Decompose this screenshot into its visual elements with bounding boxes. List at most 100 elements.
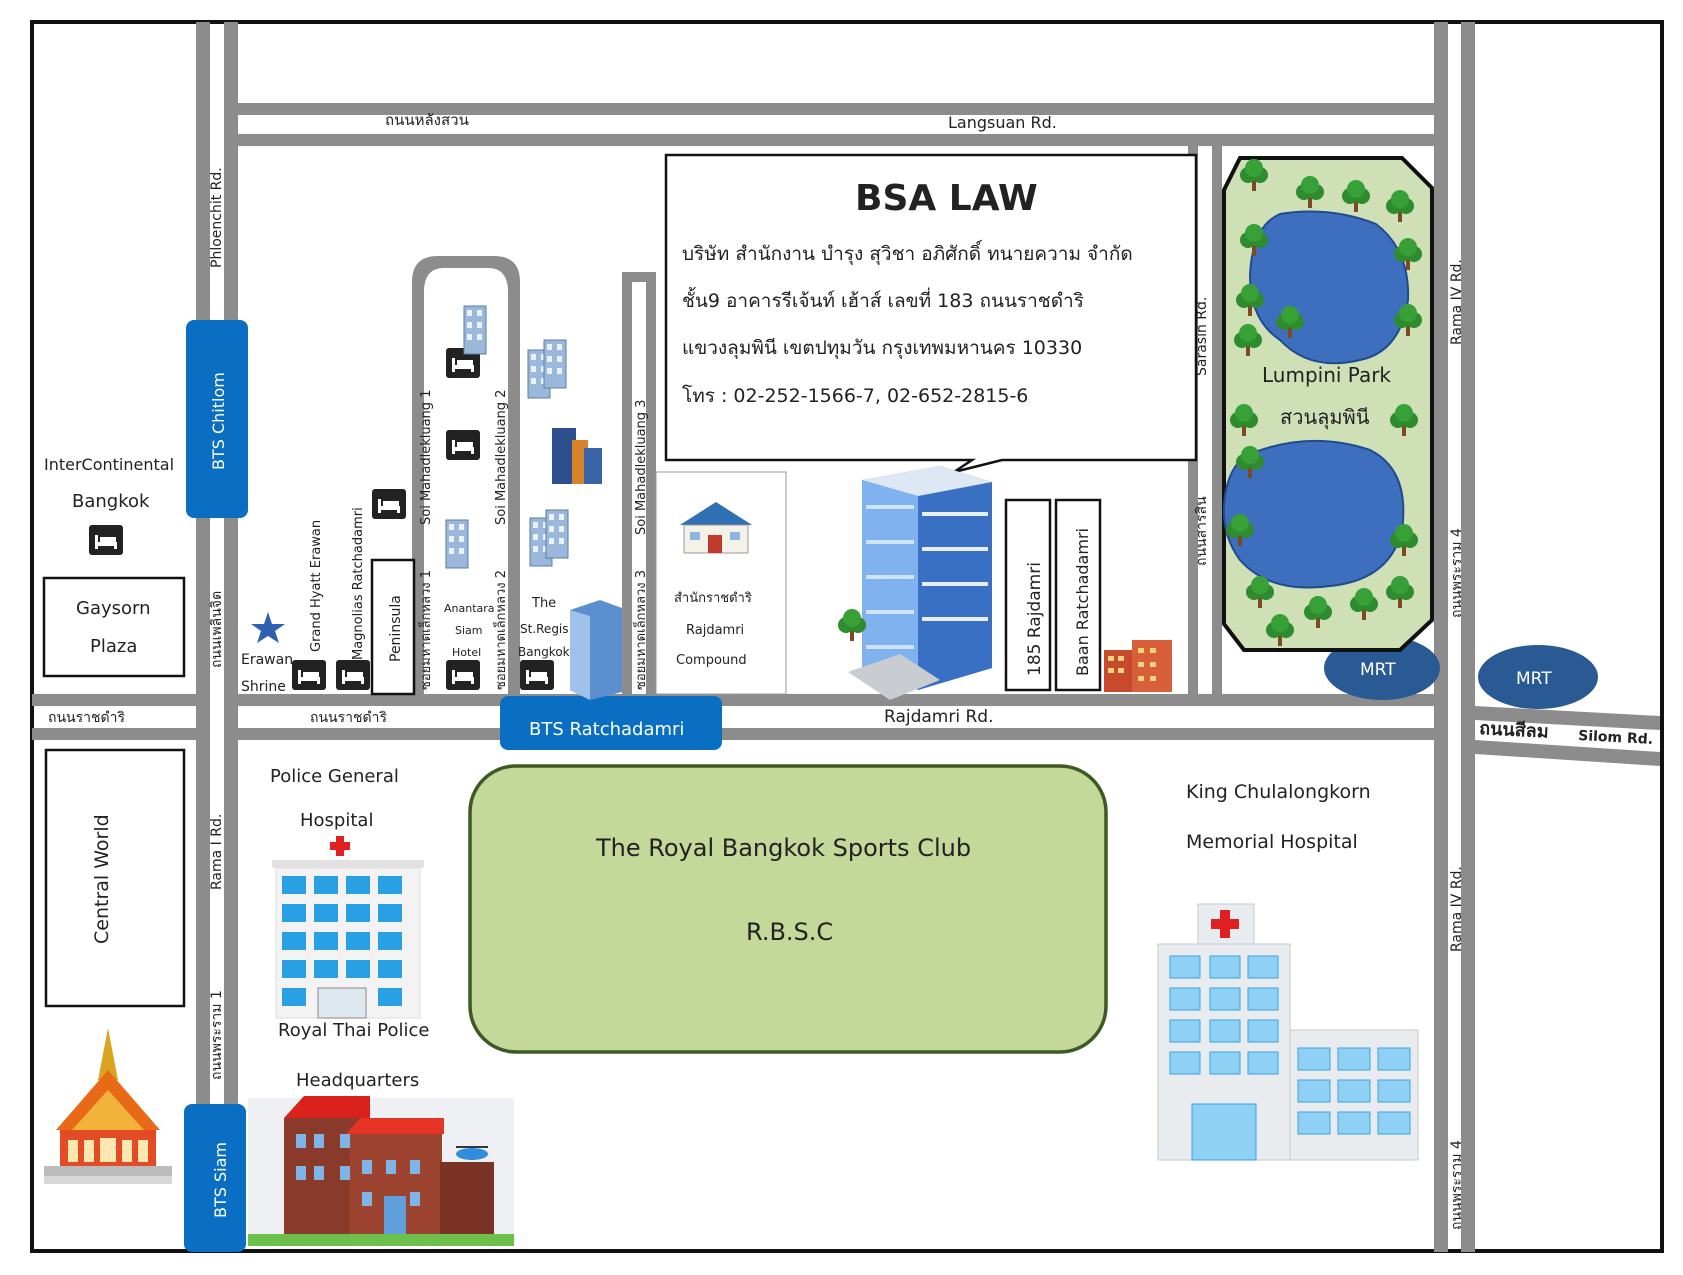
royal-police-label-1: Royal Thai Police (278, 1020, 429, 1041)
sarasin-th-label: ถนนสารสิน (1194, 496, 1210, 566)
baan-ratchadamri-label: Baan Ratchadamri (1073, 528, 1092, 676)
rajdamri-road (238, 694, 1436, 706)
langsuan-th-label: ถนนหลังสวน (385, 111, 469, 129)
hotel-bed-icon (372, 489, 406, 519)
grand-hyatt-label: Grand Hyatt Erawan (309, 520, 324, 652)
royal-police-label-2: Headquarters (296, 1070, 419, 1091)
temple-icon (44, 1028, 172, 1184)
anantara-label-1: Anantara (444, 602, 495, 615)
gaysorn-label-2: Plaza (90, 636, 137, 657)
bsa-law-callout: BSA LAW บริษัท สำนักงาน บำรุง สุวิชา อภิ… (664, 153, 1198, 474)
soi3-th-label: ซอยมหาดเล็กหลวง 3 (631, 570, 649, 690)
central-world-box: Central World (44, 748, 186, 1008)
stregis-label-3: Bangkok (518, 645, 570, 659)
compound-th-label: สำนักราชดำริ (674, 591, 752, 606)
rama1-th-label: ถนนพระราม 1 (209, 990, 225, 1080)
hotel-bed-icon (336, 660, 370, 690)
rama4-en-bottom-label: Rama IV Rd. (1449, 866, 1465, 952)
rbsc-label-2: R.B.S.C (746, 918, 833, 946)
sarasin-en-label: Sarasin Rd. (1194, 297, 1210, 376)
bts-ratchadamri-label: BTS Ratchadamri (529, 719, 684, 740)
road-labels: ถนนหลังสวน Langsuan Rd. Phloenchit Rd. ถ… (48, 111, 1653, 1230)
bsa-law-title: BSA LAW (855, 178, 1038, 219)
rajdamri-185-label: 185 Rajdamri (1025, 562, 1045, 676)
silom-en-label: Silom Rd. (1578, 728, 1654, 748)
rajdamri-road-left (32, 694, 198, 706)
rbsc-sports-club: The Royal Bangkok Sports Club R.B.S.C (468, 764, 1108, 1054)
silom-road (1475, 706, 1660, 730)
soi-mahadlekluang-3 (622, 272, 632, 694)
rajdamri-compound: สำนักราชดำริ Rajdamri Compound (655, 471, 787, 695)
anantara-label-2: Siam (455, 624, 483, 637)
house-icon (680, 502, 752, 554)
erawan-label-1: Erawan (241, 652, 293, 668)
police-station-icon (248, 1096, 514, 1246)
bts-chitlom-station[interactable]: BTS Chitlom (186, 320, 248, 518)
police-hospital-label-2: Hospital (300, 810, 373, 831)
bsa-law-line4: โทร : 02-252-1566-7, 02-652-2815-6 (682, 384, 1028, 407)
hotel-bed-icon (446, 660, 480, 690)
peninsula-box: Peninsula (370, 558, 416, 696)
bts-siam-label: BTS Siam (211, 1142, 230, 1218)
silom-th-label: ถนนสีลม (1479, 718, 1549, 743)
stregis-label-1: The (531, 596, 556, 611)
magnolias-label: Magnolias Ratchadamri (351, 507, 366, 660)
office-building-icon (463, 305, 487, 355)
intercontinental-label-2: Bangkok (72, 491, 150, 512)
lumpini-th-label: สวนลุมพินี (1280, 405, 1370, 430)
compound-label-1: Rajdamri (686, 623, 744, 638)
soi3-en-label: Soi Mahadlekluang 3 (634, 400, 649, 535)
central-world-label: Central World (91, 814, 113, 944)
office-building-icon (838, 466, 992, 700)
hotel-bed-icon (292, 660, 326, 690)
road-inner-white (424, 268, 646, 694)
hospital-icon (1157, 903, 1419, 1161)
gaysorn-plaza-box: Gaysorn Plaza (42, 576, 186, 678)
peninsula-label: Peninsula (388, 595, 404, 662)
lumpini-park: Lumpini Park สวนลุมพินี (1222, 156, 1434, 652)
stregis-label-2: St.Regis (520, 622, 569, 636)
anantara-label-3: Hotel (452, 646, 481, 659)
hotel-labels: InterContinental Bangkok Grand Hyatt Era… (44, 455, 570, 660)
bts-ratchadamri-station[interactable]: BTS Ratchadamri (500, 696, 722, 750)
chula-label-1: King Chulalongkorn (1186, 781, 1371, 803)
mrt-lumpini-label: MRT (1360, 660, 1396, 680)
bsa-law-line1: บริษัท สำนักงาน บำรุง สุวิชา อภิศักดิ์ ท… (682, 239, 1133, 266)
langsuan-en-label: Langsuan Rd. (948, 113, 1057, 132)
phloenchit-th-label: ถนนเพลินจิต (209, 591, 225, 668)
mrt-silom-label: MRT (1516, 669, 1552, 689)
erawan-label-2: Shrine (241, 679, 286, 695)
rajdamri-th-mid-label: ถนนราชดำริ (310, 710, 387, 726)
police-hospital-label-1: Police General (270, 766, 399, 787)
rajdamri-en-label: Rajdamri Rd. (884, 707, 993, 727)
hospital-icon (272, 836, 424, 1019)
building-185-rajdamri: 185 Rajdamri (1004, 498, 1052, 692)
langsuan-road (238, 103, 1436, 115)
compound-label-2: Compound (676, 653, 747, 668)
hotel-bed-icon (520, 660, 554, 690)
soi-mahadlekluang-1-2 (412, 256, 520, 694)
intercontinental-label-1: InterContinental (44, 455, 174, 474)
soi2-th-label: ซอยมหาดเล็กหลวง 2 (491, 570, 509, 690)
rama4-road (1434, 22, 1448, 1252)
rbsc-label-1: The Royal Bangkok Sports Club (595, 834, 971, 862)
phloenchit-en-label: Phloenchit Rd. (209, 167, 225, 268)
office-building-icon (570, 600, 622, 700)
rama4-th-bottom-label: ถนนพระราม 4 (1449, 1140, 1465, 1230)
gaysorn-label-1: Gaysorn (76, 598, 151, 619)
chula-label-2: Memorial Hospital (1186, 831, 1358, 853)
bts-chitlom-label: BTS Chitlom (209, 372, 228, 470)
rama4-th-top-label: ถนนพระราม 4 (1449, 528, 1465, 618)
bts-siam-station[interactable]: BTS Siam (184, 1104, 246, 1252)
bsa-law-line3: แขวงลุมพินี เขตปทุมวัน กรุงเทพมหานคร 103… (682, 337, 1082, 360)
apartment-icon (1104, 640, 1172, 692)
park-lake-south (1222, 439, 1405, 589)
rama4-en-top-label: Rama IV Rd. (1449, 259, 1465, 345)
soi1-th-label: ซอยมหาดเล็กหลวง 1 (416, 570, 434, 690)
bsa-law-line2: ชั้น9 อาคารรีเจ้นท์ เฮ้าส์ เลขที่ 183 ถน… (682, 287, 1084, 312)
lumpini-en-label: Lumpini Park (1262, 363, 1391, 387)
phloenchit-road (196, 22, 210, 1252)
soi1-en-label: Soi Mahadlekluang 1 (419, 390, 434, 525)
mrt-silom-station[interactable]: MRT (1478, 645, 1598, 709)
